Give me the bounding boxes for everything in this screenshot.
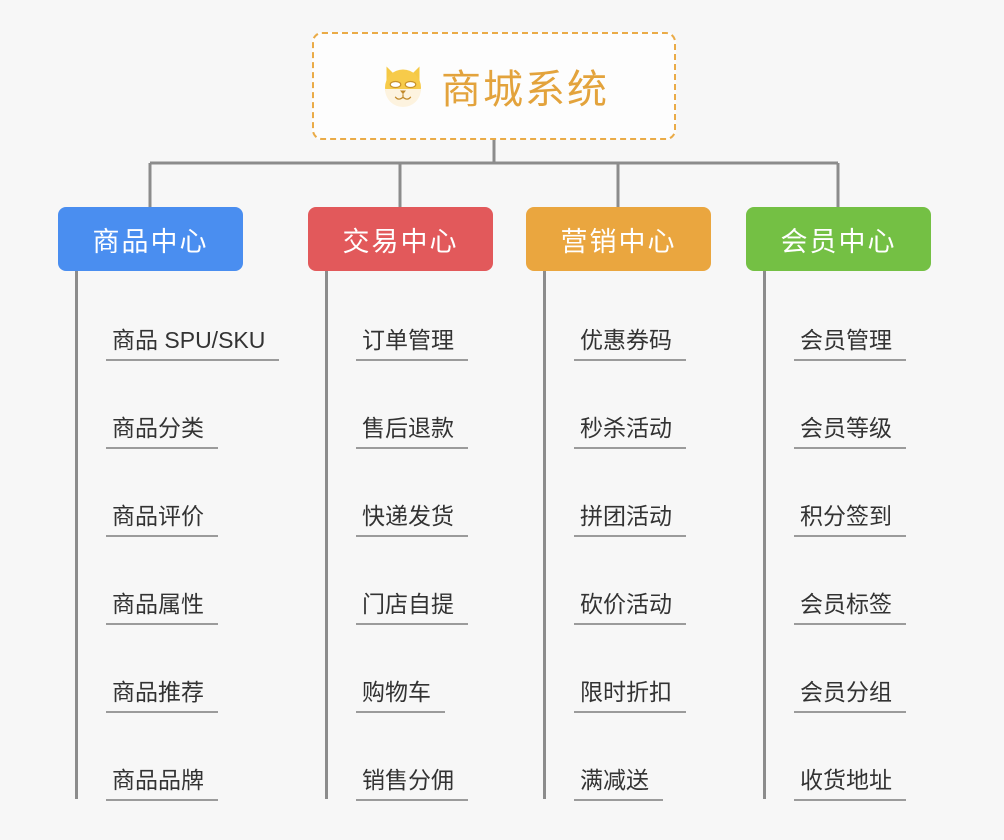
leaf-label: 商品属性: [106, 591, 218, 625]
leaf-label: 商品品牌: [106, 767, 218, 801]
branch-label: 营销中心: [560, 226, 677, 257]
list-item[interactable]: 砍价活动: [546, 535, 711, 625]
list-item[interactable]: 商品品牌: [78, 711, 279, 801]
list-item[interactable]: 购物车: [328, 623, 493, 713]
list-item[interactable]: 拼团活动: [546, 447, 711, 537]
leaf-label: 商品评价: [106, 503, 218, 537]
list-item[interactable]: 会员标签: [766, 535, 931, 625]
leaf-label: 售后退款: [356, 415, 468, 449]
list-item[interactable]: 商品评价: [78, 447, 279, 537]
list-item[interactable]: 商品属性: [78, 535, 279, 625]
branch-product-center: 商品中心 商品 SPU/SKU 商品分类 商品评价 商品属性 商品推荐 商品品牌: [58, 207, 280, 801]
branch-trade-center: 交易中心 订单管理 售后退款 快递发货 门店自提 购物车 销售分佣: [308, 207, 493, 801]
root-title: 商城系统: [441, 68, 609, 112]
branch-item-list-member-center: 会员管理 会员等级 积分签到 会员标签 会员分组 收货地址: [763, 271, 931, 801]
branch-member-center: 会员中心 会员管理 会员等级 积分签到 会员标签 会员分组 收货地址: [746, 207, 931, 801]
branch-label: 会员中心: [780, 226, 897, 257]
branch-marketing-center: 营销中心 优惠券码 秒杀活动 拼团活动 砍价活动 限时折扣 满减送: [526, 207, 711, 801]
list-item[interactable]: 积分签到: [766, 447, 931, 537]
leaf-label: 满减送: [574, 767, 663, 801]
leaf-label: 商品推荐: [106, 679, 218, 713]
list-item[interactable]: 秒杀活动: [546, 359, 711, 449]
leaf-label: 积分签到: [794, 503, 906, 537]
list-item[interactable]: 商品 SPU/SKU: [78, 271, 280, 361]
list-item[interactable]: 售后退款: [328, 359, 493, 449]
leaf-label: 会员等级: [794, 415, 906, 449]
leaf-label: 快递发货: [356, 503, 468, 537]
list-item[interactable]: 优惠券码: [546, 271, 711, 361]
root-node[interactable]: 商城系统: [312, 32, 676, 140]
list-item[interactable]: 满减送: [546, 711, 711, 801]
leaf-label: 订单管理: [356, 327, 468, 361]
list-item[interactable]: 销售分佣: [328, 711, 493, 801]
leaf-label: 收货地址: [794, 767, 906, 801]
leaf-label: 限时折扣: [574, 679, 686, 713]
branch-header-member-center[interactable]: 会员中心: [746, 207, 931, 271]
list-item[interactable]: 会员分组: [766, 623, 931, 713]
branch-item-list-marketing-center: 优惠券码 秒杀活动 拼团活动 砍价活动 限时折扣 满减送: [543, 271, 711, 801]
list-item[interactable]: 商品推荐: [78, 623, 279, 713]
branch-item-list-trade-center: 订单管理 售后退款 快递发货 门店自提 购物车 销售分佣: [325, 271, 493, 801]
leaf-label: 会员分组: [794, 679, 906, 713]
branch-item-list-product-center: 商品 SPU/SKU 商品分类 商品评价 商品属性 商品推荐 商品品牌: [75, 271, 280, 801]
leaf-label: 购物车: [356, 679, 445, 713]
leaf-label: 优惠券码: [574, 327, 686, 361]
list-item[interactable]: 收货地址: [766, 711, 931, 801]
list-item[interactable]: 快递发货: [328, 447, 493, 537]
leaf-label: 门店自提: [356, 591, 468, 625]
branch-header-trade-center[interactable]: 交易中心: [308, 207, 493, 271]
branch-header-product-center[interactable]: 商品中心: [58, 207, 243, 271]
branch-label: 交易中心: [342, 226, 459, 257]
leaf-label: 秒杀活动: [574, 415, 686, 449]
leaf-label: 砍价活动: [574, 591, 686, 625]
list-item[interactable]: 订单管理: [328, 271, 493, 361]
list-item[interactable]: 商品分类: [78, 359, 279, 449]
dog-face-icon: [379, 62, 427, 110]
list-item[interactable]: 会员等级: [766, 359, 931, 449]
branch-header-marketing-center[interactable]: 营销中心: [526, 207, 711, 271]
list-item[interactable]: 会员管理: [766, 271, 931, 361]
leaf-label: 拼团活动: [574, 503, 686, 537]
leaf-label: 会员管理: [794, 327, 906, 361]
branch-label: 商品中心: [92, 226, 209, 257]
leaf-label: 会员标签: [794, 591, 906, 625]
list-item[interactable]: 限时折扣: [546, 623, 711, 713]
leaf-label: 商品分类: [106, 415, 218, 449]
leaf-label: 商品 SPU/SKU: [106, 327, 280, 361]
leaf-label: 销售分佣: [356, 767, 468, 801]
list-item[interactable]: 门店自提: [328, 535, 493, 625]
